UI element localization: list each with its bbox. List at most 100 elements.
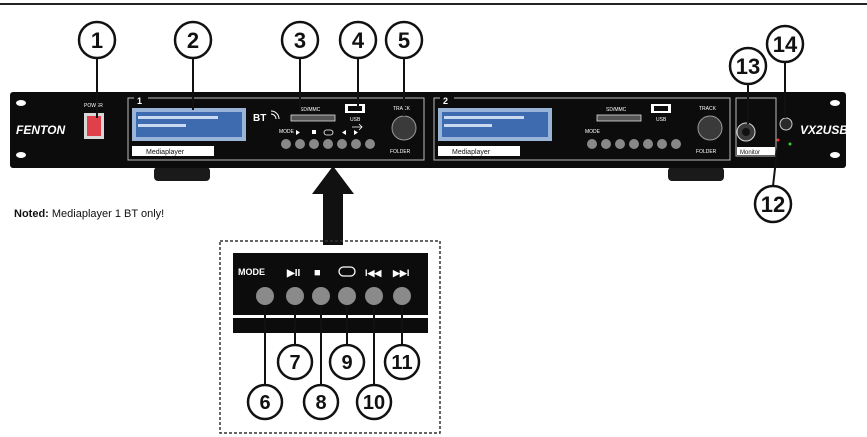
callout-circle-14 — [765, 24, 805, 64]
detail-repeat-button[interactable] — [338, 287, 356, 305]
player2-number: 2 — [443, 96, 448, 106]
prev-icon-1 — [342, 130, 346, 135]
repeat-button-1[interactable] — [323, 139, 333, 149]
detail-next-button[interactable] — [393, 287, 411, 305]
callout-2: 2 — [187, 28, 199, 53]
display-line — [138, 116, 218, 119]
extra-button-2[interactable] — [671, 139, 681, 149]
track-label-2: TRACK — [699, 106, 717, 112]
play-pause-button-2[interactable] — [601, 139, 611, 149]
next-button-2[interactable] — [657, 139, 667, 149]
monitor-panel — [735, 97, 777, 157]
mediaplayer-tag-2 — [438, 146, 520, 156]
detail-mode-label: MODE — [238, 267, 265, 277]
mode-button-2[interactable] — [587, 139, 597, 149]
volume-knob[interactable] — [779, 117, 793, 131]
stop-icon-1 — [312, 130, 316, 134]
next-button-1[interactable] — [351, 139, 361, 149]
player2-panel — [433, 97, 731, 161]
usb-icon — [352, 123, 363, 131]
extra-button-1[interactable] — [365, 139, 375, 149]
mediaplayer-label-1: Mediaplayer — [146, 149, 185, 156]
led-green — [788, 142, 792, 146]
rack-hole — [16, 100, 26, 106]
track-knob-2[interactable] — [697, 115, 723, 141]
sd-slot-2[interactable] — [596, 114, 642, 122]
callout-10: 10 — [363, 392, 385, 414]
callout-13: 13 — [736, 54, 760, 79]
detail-box — [219, 240, 441, 434]
note-body: Mediaplayer 1 BT only! — [51, 208, 165, 220]
model-label: VX2USB — [800, 123, 848, 137]
display-line — [444, 116, 524, 119]
sdmmc-label-2: SD/MMC — [606, 107, 627, 113]
mode-label-1: MODE — [279, 129, 295, 135]
track-knob-1[interactable] — [391, 115, 417, 141]
play-pause-button-1[interactable] — [295, 139, 305, 149]
note-text: Noted: Mediaplayer 1 BT only! — [14, 208, 164, 220]
callout-circle-8 — [302, 383, 340, 421]
callout-3: 3 — [294, 28, 306, 53]
play-pause-icon-1 — [296, 130, 300, 135]
foot-right — [668, 167, 724, 181]
callout-8: 8 — [315, 392, 326, 414]
callout-circle-1 — [77, 20, 117, 60]
detail-mode-button[interactable] — [256, 287, 274, 305]
detail-prev-icon: I◀◀ — [365, 268, 382, 278]
headphone-jack-inner — [742, 128, 750, 136]
note-prefix: Noted: — [14, 208, 49, 220]
callout-9: 9 — [341, 352, 352, 374]
power-switch[interactable] — [87, 116, 101, 136]
detail-play-pause-button[interactable] — [286, 287, 304, 305]
display-line — [138, 124, 186, 127]
leader-line-12 — [772, 141, 779, 187]
rack-hole — [830, 100, 840, 106]
callout-circle-7 — [276, 343, 314, 381]
callout-7: 7 — [289, 352, 300, 374]
sdmmc-label: SD/MMC — [300, 107, 321, 113]
brand-logo: FENTON — [16, 123, 65, 137]
mode-label-2: MODE — [585, 129, 601, 135]
monitor-label: Monitor — [740, 150, 760, 156]
callout-circle-2 — [173, 20, 213, 60]
usb-port-2[interactable] — [654, 106, 668, 111]
next-icon-1 — [354, 130, 358, 135]
foot-left — [154, 167, 210, 181]
detail-prev-button[interactable] — [365, 287, 383, 305]
detail-panel-stripe — [233, 315, 428, 318]
callout-circle-4 — [338, 20, 378, 60]
zoom-arrow — [312, 166, 354, 245]
callout-circle-10 — [355, 383, 393, 421]
callout-4: 4 — [352, 28, 365, 53]
usb-label-2: USB — [656, 117, 667, 123]
repeat-button-2[interactable] — [629, 139, 639, 149]
prev-button-1[interactable] — [337, 139, 347, 149]
detail-play-pause-icon: ▶II — [286, 268, 300, 279]
detail-next-icon: ▶▶I — [392, 268, 409, 278]
detail-stop-button[interactable] — [312, 287, 330, 305]
prev-button-2[interactable] — [643, 139, 653, 149]
display-line — [444, 124, 492, 127]
stop-button-2[interactable] — [615, 139, 625, 149]
callout-circle-13 — [728, 46, 768, 86]
mode-button-1[interactable] — [281, 139, 291, 149]
usb-port[interactable] — [348, 106, 362, 111]
callout-circle-11 — [383, 343, 421, 381]
player1-number-bg — [134, 96, 148, 105]
callout-11: 11 — [391, 352, 412, 374]
callout-1: 1 — [91, 28, 103, 53]
track-label-1: TRACK — [393, 106, 411, 112]
player2-number-bg — [440, 96, 454, 105]
power-label: POWER — [84, 103, 103, 109]
sd-slot[interactable] — [290, 114, 336, 122]
callout-5: 5 — [398, 28, 410, 53]
callout-circle-12 — [753, 184, 793, 224]
callout-6: 6 — [259, 392, 270, 414]
mediaplayer-label-2: Mediaplayer — [452, 149, 491, 156]
detail-repeat-icon — [338, 266, 356, 277]
mediaplayer-tag-1 — [132, 146, 214, 156]
stop-button-1[interactable] — [309, 139, 319, 149]
callout-circle-5 — [384, 20, 424, 60]
rack-hole — [16, 152, 26, 158]
callout-14: 14 — [773, 32, 798, 57]
